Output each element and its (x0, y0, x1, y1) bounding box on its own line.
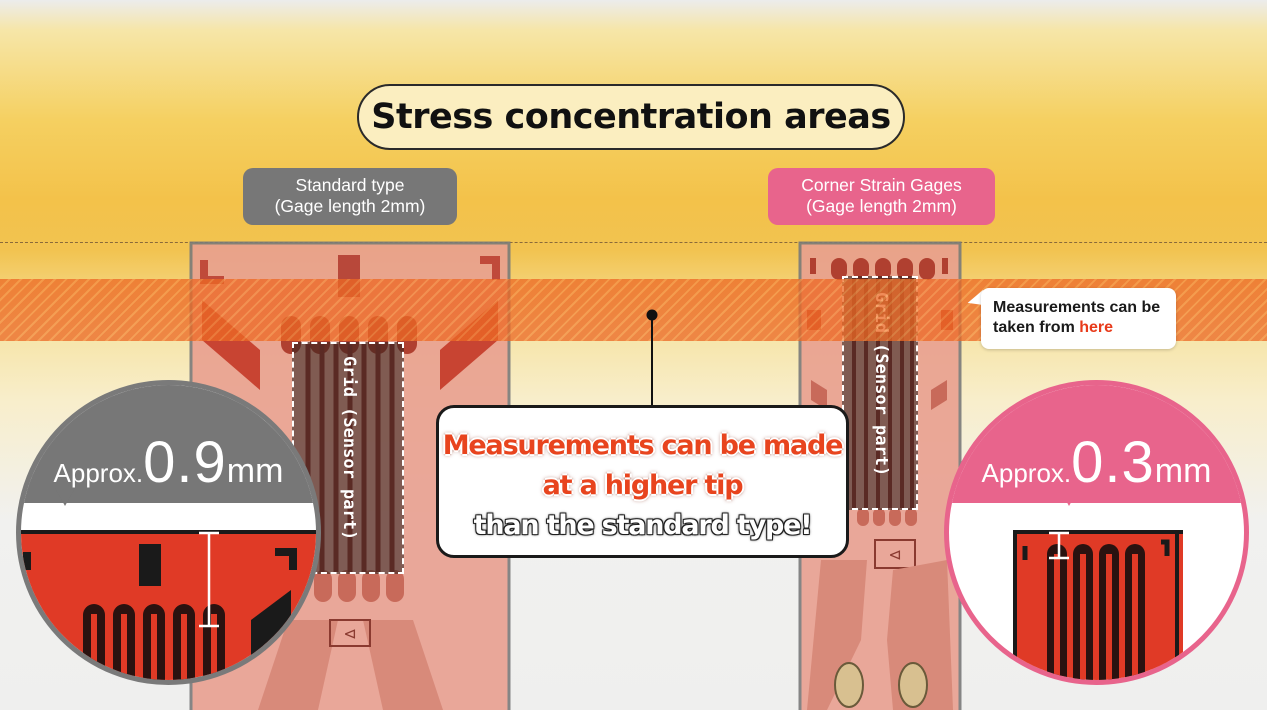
corner-dimension-marker (1049, 531, 1069, 560)
standard-zoom-header (21, 385, 316, 503)
callout-line2: at a higher tip (542, 470, 744, 501)
side-callout-line1: Measurements can be (993, 299, 1161, 316)
corner-zoom-pointer (1059, 488, 1079, 506)
standard-type-label: Standard type (Gage length 2mm) (243, 168, 457, 225)
standard-label-line2: (Gage length 2mm) (274, 196, 426, 216)
standard-approx-unit: mm (226, 452, 284, 490)
corner-zoom-value: Approx.0.3mm (949, 429, 1244, 496)
standard-zoom-pointer (55, 488, 75, 506)
callout-line3: than the standard type! (473, 510, 813, 541)
standard-approx-number: 0.9 (143, 430, 227, 495)
standard-grid-box (292, 342, 404, 574)
page-title: Stress concentration areas (371, 97, 891, 137)
corner-zoom-circle: Approx.0.3mm (944, 380, 1249, 685)
standard-zoom-value: Approx.0.9mm (21, 429, 316, 496)
side-callout: Measurements can be taken from here (981, 288, 1176, 349)
side-callout-highlight: here (1079, 319, 1114, 336)
standard-dimension-marker (199, 531, 219, 628)
corner-type-label: Corner Strain Gages (Gage length 2mm) (768, 168, 995, 225)
corner-label-line2: (Gage length 2mm) (806, 196, 957, 216)
reference-dashed-line (0, 242, 1267, 243)
corner-label-line1: Corner Strain Gages (801, 175, 962, 195)
standard-zoom-circle: Approx.0.9mm (16, 380, 321, 685)
callout-pointer (646, 309, 658, 409)
callout-line1: Measurements can be made (442, 430, 844, 461)
standard-zoom-detail (21, 530, 316, 680)
standard-approx-prefix: Approx. (53, 458, 144, 488)
standard-grid-label: Grid (Sensor part) (339, 356, 359, 541)
title-pill: Stress concentration areas (357, 84, 905, 150)
side-callout-prefix: taken from (993, 319, 1075, 336)
corner-zoom-header (949, 385, 1244, 503)
corner-approx-prefix: Approx. (981, 458, 1072, 488)
corner-approx-unit: mm (1154, 452, 1212, 490)
side-callout-line2: taken from here (993, 318, 1164, 338)
standard-label-line1: Standard type (295, 175, 405, 195)
svg-text:⊲: ⊲ (888, 545, 901, 564)
svg-text:⊲: ⊲ (343, 624, 356, 643)
standard-grid-lines (305, 344, 395, 572)
corner-approx-number: 0.3 (1071, 430, 1155, 495)
center-callout: Measurements can be made at a higher tip… (436, 405, 849, 558)
corner-zoom-detail (1013, 530, 1183, 680)
